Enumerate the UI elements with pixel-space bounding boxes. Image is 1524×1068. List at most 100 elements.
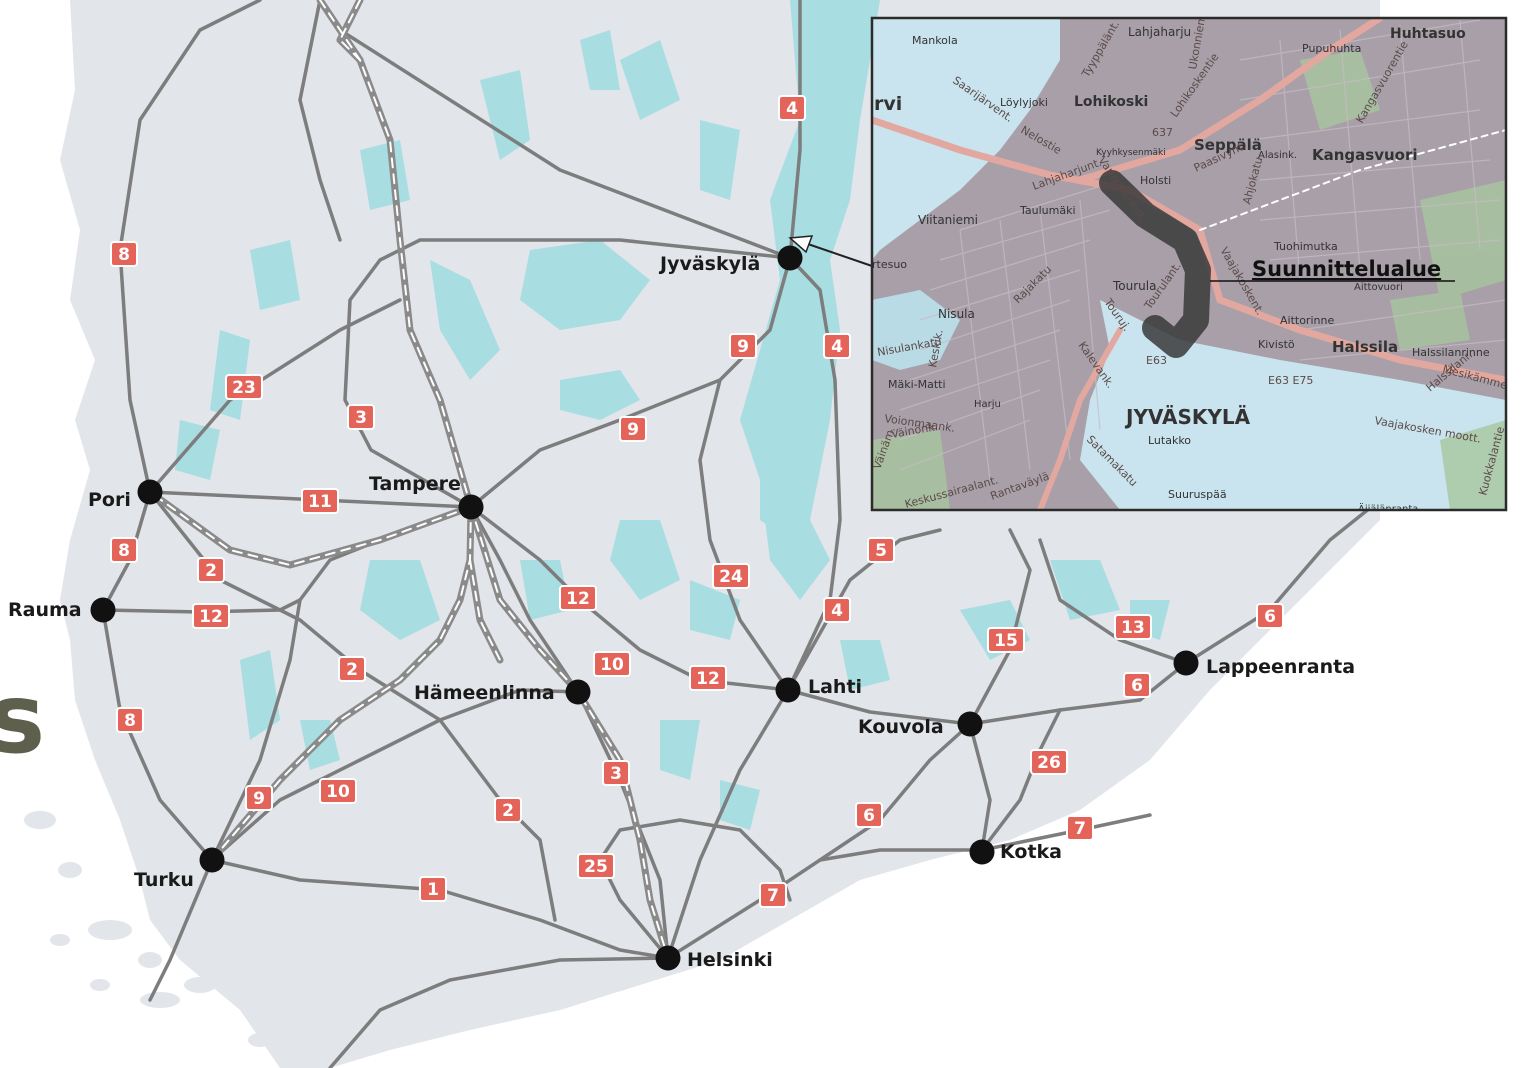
road-shield-3: 3 — [347, 404, 375, 430]
inset-forest-patches — [872, 50, 1506, 510]
road-shield-number: 3 — [355, 408, 367, 428]
city-dot-lahti — [775, 677, 801, 703]
inset-place-label: Lutakko — [1148, 434, 1191, 447]
inset-place-label: Lahjaharju — [1128, 25, 1191, 39]
road-shield-number: 24 — [719, 567, 743, 587]
road-shield-12: 12 — [192, 603, 230, 629]
city-lappeenranta: Lappeenranta — [1173, 650, 1355, 678]
jyvaskyla-inset-map: Mankola Lahjaharju HuhtasuoPupuhuhtaLohiko… — [870, 16, 1508, 512]
city-label-kotka: Kotka — [1000, 841, 1062, 863]
road-shield-number: 3 — [610, 764, 622, 784]
road-shield-number: 8 — [118, 245, 130, 265]
city-label-turku: Turku — [134, 869, 194, 891]
inset-place-label: JYVÄSKYLÄ — [1124, 405, 1251, 429]
inset-place-label: Löylyjoki — [1000, 96, 1048, 109]
road-shield-8: 8 — [116, 707, 144, 733]
road-shield-4: 4 — [778, 95, 806, 121]
city-dot-jyvaskyla — [777, 245, 803, 271]
inset-major-roads — [872, 18, 1506, 510]
focus-area-shape — [1099, 170, 1211, 358]
lakes — [175, 0, 1170, 830]
city-dot-tampere — [458, 494, 484, 520]
road-shield-number: 15 — [994, 631, 1018, 651]
inset-street-grid — [899, 19, 1506, 481]
road-shield-number: 13 — [1121, 618, 1145, 638]
road-shield-number: 23 — [232, 378, 256, 398]
city-label-rauma: Rauma — [8, 599, 82, 621]
city-pori: Pori — [88, 479, 163, 511]
inset-place-label: Aittorinne — [1280, 314, 1334, 327]
inset-place-label: Viitaniemi — [918, 213, 978, 227]
inset-place-label: Tuohimutka — [1273, 240, 1338, 253]
city-dot-rauma — [90, 597, 116, 623]
road-shield-9: 9 — [729, 333, 757, 359]
road-shield-11: 11 — [301, 488, 339, 514]
road-shield-number: 8 — [124, 711, 136, 731]
city-dot-kotka — [969, 839, 995, 865]
road-shield-number: 25 — [584, 857, 608, 877]
road-shield-4: 4 — [823, 333, 851, 359]
inset-place-label: Taulumäki — [1019, 204, 1076, 217]
inset-place-label: Harju — [974, 399, 1001, 410]
road-shield-number: 4 — [831, 601, 843, 621]
road-shield-number: 1 — [427, 880, 439, 900]
city-label-tampere: Tampere — [369, 473, 461, 495]
inset-place-label: Mankola — [912, 34, 958, 47]
inset-place-label: Lohikoski — [1074, 94, 1148, 110]
road-shield-8: 8 — [110, 241, 138, 267]
road-shield-10: 10 — [593, 651, 631, 677]
road-shield-3: 3 — [602, 760, 630, 786]
inset-place-label: Nisula — [938, 307, 975, 321]
road-shield-number: 12 — [696, 669, 720, 689]
inset-place-label: Tourula — [1112, 279, 1156, 293]
road-shield-13: 13 — [1114, 614, 1152, 640]
city-dot-helsinki — [655, 945, 681, 971]
city-lahti: Lahti — [775, 676, 862, 703]
coastal-islands — [24, 811, 272, 1047]
inset-pointer-arrow — [788, 235, 873, 267]
inset-place-label: Halssilanrinne — [1412, 346, 1490, 359]
city-jyvaskyla: Jyväskylä — [658, 245, 803, 275]
inset-place-label: Kangasvuori — [1312, 146, 1418, 164]
city-kouvola: Kouvola — [858, 711, 983, 738]
inset-place-label: Pupuhuhta — [1302, 42, 1361, 55]
road-shield-number: 5 — [875, 541, 887, 561]
road-shield-number: 11 — [308, 492, 332, 512]
road-shield-24: 24 — [712, 563, 750, 589]
road-shield-number: 2 — [205, 561, 217, 581]
inset-lake-west — [872, 290, 960, 370]
road-shield-number: 6 — [1131, 676, 1143, 696]
inset-place-label: Holsti — [1140, 174, 1171, 187]
city-dot-hameenlinna — [565, 679, 591, 705]
road-shield-number: 12 — [566, 589, 590, 609]
road-shield-6: 6 — [855, 802, 883, 828]
road-shield-number: 2 — [346, 660, 358, 680]
city-label-helsinki: Helsinki — [687, 949, 773, 971]
city-dot-turku — [199, 847, 225, 873]
road-shield-number: 12 — [199, 607, 223, 627]
city-dot-lappeenranta — [1173, 650, 1199, 676]
road-shield-25: 25 — [577, 853, 615, 879]
inset-road-label: 637 — [1152, 126, 1173, 139]
inset-place-label: Aittovuori — [1354, 282, 1403, 293]
inset-frame — [870, 16, 1508, 512]
city-kotka: Kotka — [969, 839, 1062, 865]
inset-place-label: rtesuo — [872, 258, 907, 271]
road-shield-7: 7 — [759, 882, 787, 908]
city-label-hameenlinna: Hämeenlinna — [414, 682, 555, 704]
inset-road-label: E63 E75 — [1268, 374, 1313, 387]
road-shield-number: 7 — [1074, 819, 1086, 839]
inset-place-label: Halssila — [1332, 338, 1398, 356]
road-shield-number: 10 — [600, 655, 624, 675]
road-shield-2: 2 — [338, 656, 366, 682]
inset-place-label: Huhtasuo — [1390, 26, 1466, 42]
city-rauma: Rauma — [8, 597, 116, 623]
edge-letter-fragment: s — [0, 663, 45, 775]
inset-lake-north — [872, 18, 1060, 260]
road-shield-number: 9 — [627, 420, 639, 440]
road-shield-number: 9 — [737, 337, 749, 357]
